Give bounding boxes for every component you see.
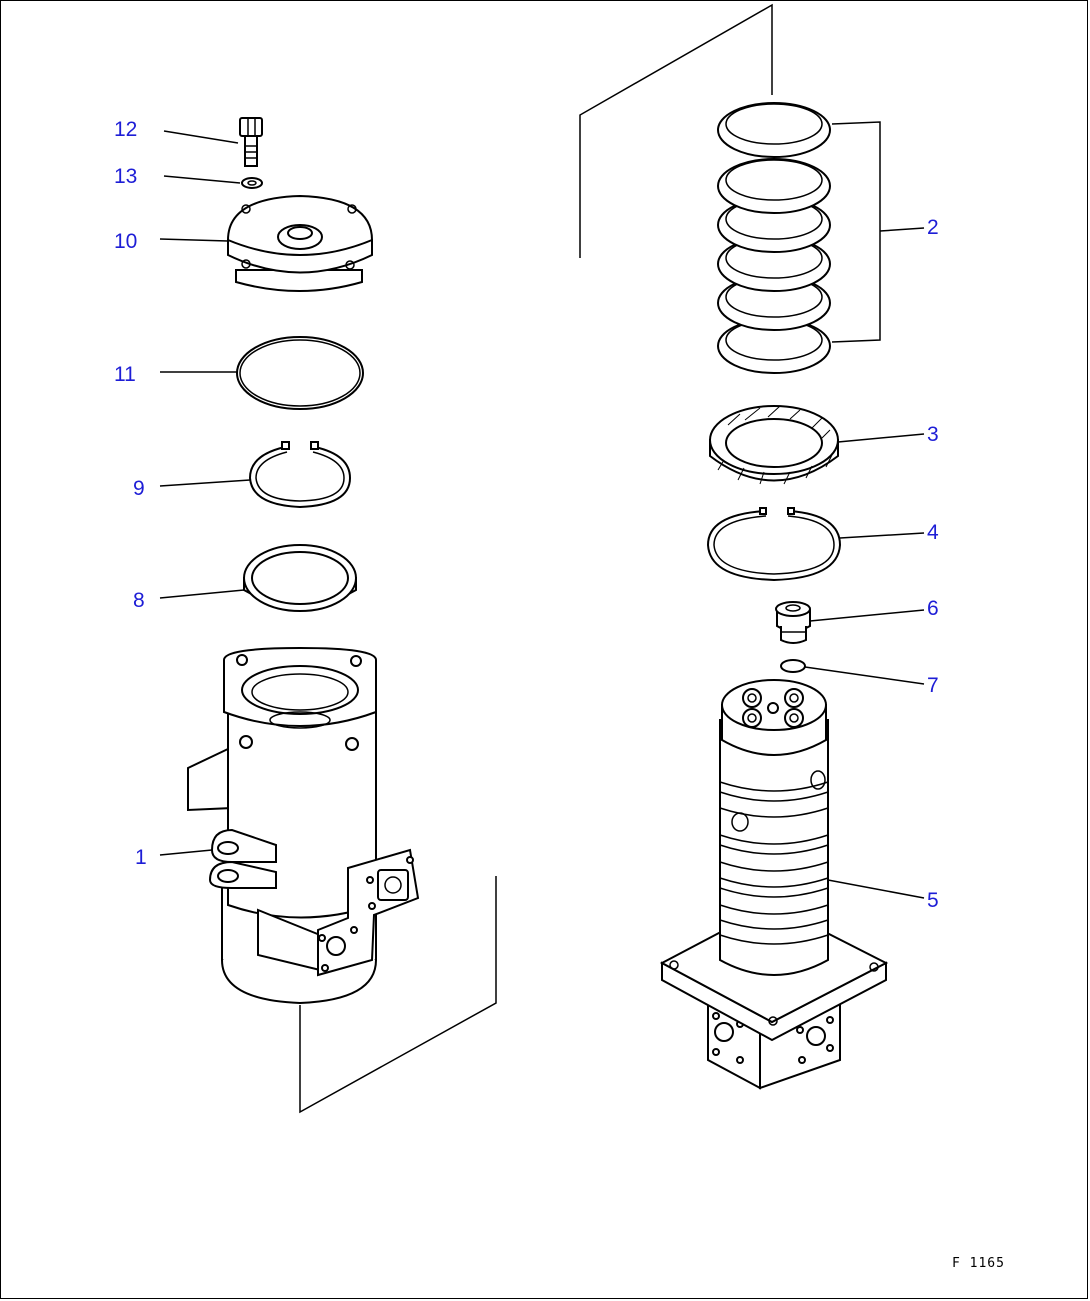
seal-ring-stack-icon: [717, 102, 831, 374]
callout-6: 6: [927, 597, 939, 620]
ring-icon: [709, 405, 839, 485]
snap-ring-icon: [706, 507, 842, 582]
cover-icon: [226, 194, 374, 292]
swivel-shaft-icon: [659, 679, 889, 1090]
assembly-phantom-lines: [299, 3, 773, 1114]
bolt-icon: [239, 117, 263, 167]
drawing-code: F 1165: [952, 1256, 1005, 1271]
callout-10: 10: [114, 230, 138, 253]
plug-icon: [775, 601, 811, 644]
callout-4: 4: [927, 521, 939, 544]
snap-ring-icon: [248, 441, 352, 509]
o-ring-icon: [236, 336, 364, 410]
callout-5: 5: [927, 889, 939, 912]
callout-1: 1: [135, 846, 147, 869]
callout-3: 3: [927, 423, 939, 446]
callout-2: 2: [927, 216, 939, 239]
thrust-ring-icon: [243, 544, 357, 612]
callout-12: 12: [114, 118, 138, 141]
washer-icon: [241, 177, 263, 189]
housing-icon: [187, 646, 420, 1005]
leader-lines: [159, 121, 925, 899]
callout-8: 8: [133, 589, 145, 612]
callout-7: 7: [927, 674, 939, 697]
callout-11: 11: [114, 363, 136, 386]
callout-9: 9: [133, 477, 145, 500]
callout-13: 13: [114, 165, 138, 188]
o-ring-icon: [780, 659, 806, 673]
